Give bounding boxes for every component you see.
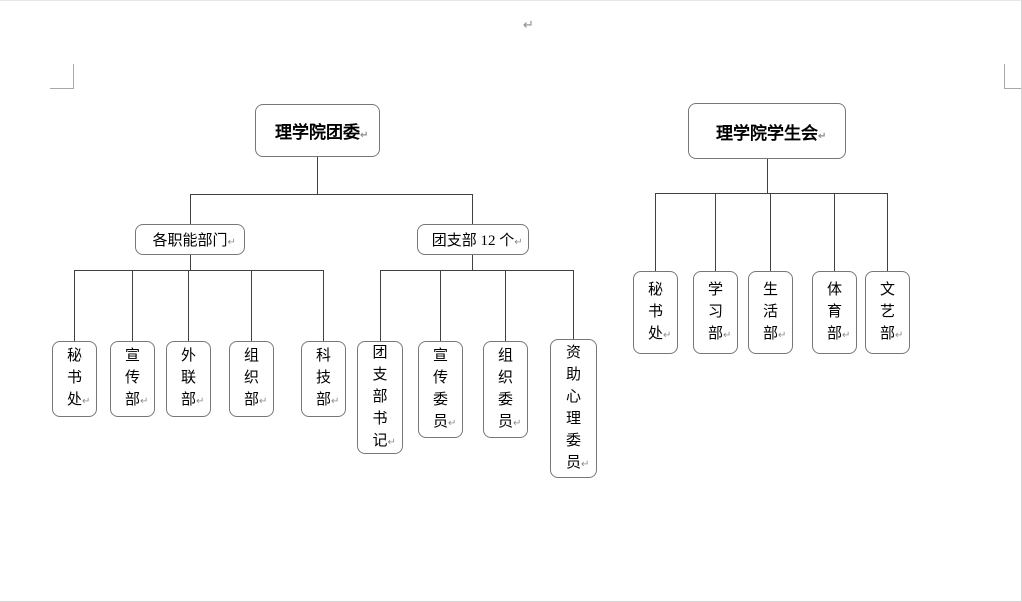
connector-line (770, 193, 771, 271)
connector-line (74, 270, 75, 341)
external-relations-dept-label: 外联部↵ (180, 348, 205, 408)
scitech-dept-label: 科技部↵ (315, 348, 340, 408)
life-dept-box[interactable]: 生活部↵ (748, 271, 793, 354)
league-branches-label: 团支部 12 个↵ (431, 233, 523, 249)
connector-line (472, 255, 473, 270)
study-dept-box[interactable]: 学习部↵ (693, 271, 738, 354)
secretariat-label: 秘书处↵ (66, 348, 91, 408)
arts-dept-box[interactable]: 文艺部↵ (865, 271, 910, 354)
organization-dept-label: 组织部↵ (243, 348, 268, 408)
life-dept-label: 生活部↵ (762, 281, 787, 342)
organization-member-box[interactable]: 组织委员↵ (483, 341, 528, 438)
connector-line (655, 193, 888, 194)
connector-line (74, 270, 324, 271)
aid-psychology-member-label: 资助心理委员↵ (565, 344, 590, 471)
student-union-root-box[interactable]: 理学院学生会↵ (688, 103, 846, 159)
margin-crop-mark-top-left (50, 64, 74, 89)
publicity-dept-label: 宣传部↵ (124, 348, 149, 408)
sports-dept-box[interactable]: 体育部↵ (812, 271, 857, 354)
secretariat-box[interactable]: 秘书处↵ (52, 341, 97, 417)
margin-crop-mark-top-right (1004, 64, 1021, 89)
connector-line (188, 270, 189, 341)
student-union-root-label: 理学院学生会↵ (716, 123, 827, 143)
scitech-dept-box[interactable]: 科技部↵ (301, 341, 346, 417)
connector-line (505, 270, 506, 341)
connector-line (190, 255, 191, 270)
connector-line (251, 270, 252, 341)
branch-secretary-label: 团支部书记↵ (372, 344, 396, 449)
connector-line (573, 270, 574, 339)
organization-dept-box[interactable]: 组织部↵ (229, 341, 274, 417)
league-branches-box[interactable]: 团支部 12 个↵ (417, 224, 529, 255)
connector-line (190, 194, 191, 224)
connector-line (715, 193, 716, 271)
connector-line (132, 270, 133, 341)
study-dept-label: 学习部↵ (707, 281, 732, 342)
connector-line (655, 193, 656, 271)
publicity-member-label: 宣传委员↵ (432, 347, 457, 430)
connector-line (380, 270, 381, 341)
functional-departments-label: 各职能部门↵ (152, 233, 236, 249)
arts-dept-label: 文艺部↵ (879, 281, 904, 342)
connector-line (317, 157, 318, 194)
connector-line (472, 194, 473, 224)
connector-line (834, 193, 835, 271)
youth-league-root-label: 理学院团委↵ (275, 123, 369, 142)
connector-line (440, 270, 441, 341)
branch-secretary-box[interactable]: 团支部书记↵ (357, 341, 403, 454)
su-secretariat-box[interactable]: 秘书处↵ (633, 271, 678, 354)
paragraph-return-mark: ↵ (523, 18, 534, 33)
connector-line (887, 193, 888, 271)
connector-line (767, 159, 768, 193)
sports-dept-label: 体育部↵ (826, 281, 851, 342)
organization-member-label: 组织委员↵ (497, 347, 522, 430)
functional-departments-box[interactable]: 各职能部门↵ (135, 224, 245, 255)
external-relations-dept-box[interactable]: 外联部↵ (166, 341, 211, 417)
connector-line (380, 270, 574, 271)
su-secretariat-label: 秘书处↵ (647, 281, 672, 342)
youth-league-root-box[interactable]: 理学院团委↵ (255, 104, 380, 157)
connector-line (190, 194, 473, 195)
publicity-dept-box[interactable]: 宣传部↵ (110, 341, 155, 417)
connector-line (323, 270, 324, 341)
aid-psychology-member-box[interactable]: 资助心理委员↵ (550, 339, 597, 478)
publicity-member-box[interactable]: 宣传委员↵ (418, 341, 463, 438)
